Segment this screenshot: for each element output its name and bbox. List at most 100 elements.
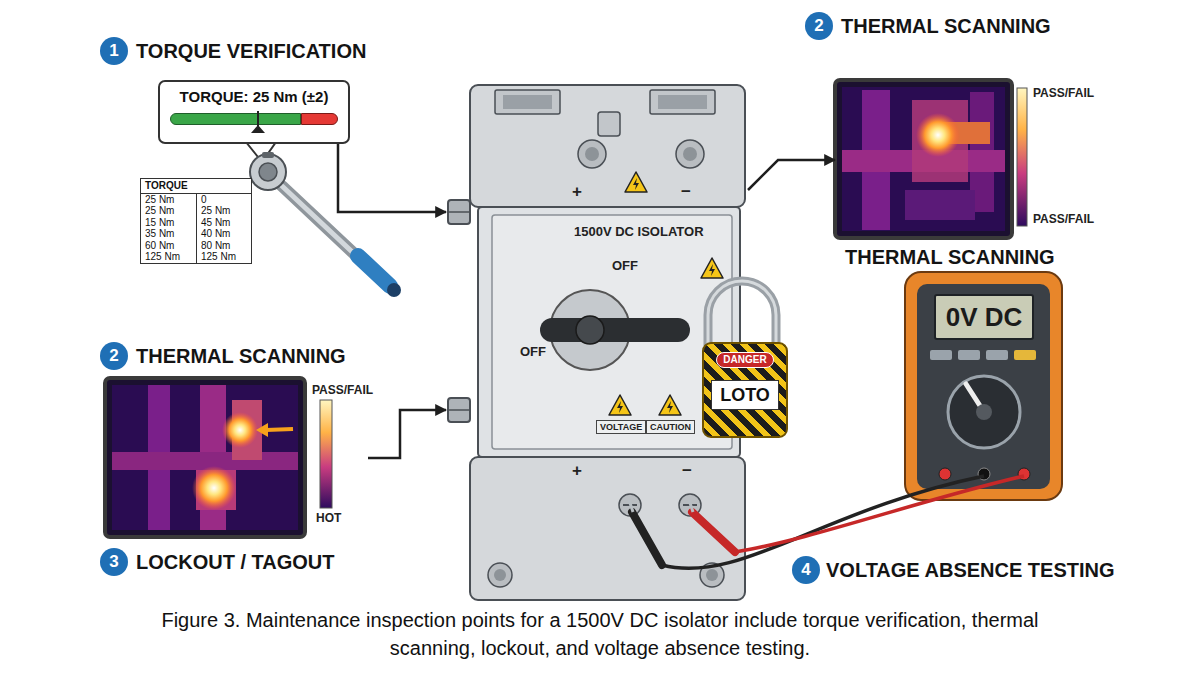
multimeter bbox=[939, 468, 951, 480]
thermal-image-left bbox=[256, 423, 268, 437]
isolator-body bbox=[609, 395, 631, 415]
test-leads bbox=[662, 476, 984, 568]
scale-label: PASS/FAIL bbox=[1033, 212, 1094, 226]
scale-label: HOT bbox=[316, 511, 341, 525]
section-heading: THERMAL SCANNING bbox=[136, 344, 346, 368]
connector-arrow bbox=[748, 160, 835, 190]
callout-number: 2 bbox=[100, 342, 128, 370]
isolator-body bbox=[494, 569, 506, 581]
multimeter bbox=[948, 376, 1020, 448]
meter-display: 0V DC bbox=[934, 294, 1034, 340]
isolator-body bbox=[448, 409, 470, 411]
isolator-body bbox=[448, 200, 470, 224]
thermal-image-left bbox=[105, 378, 305, 537]
scale-label: PASS/FAIL bbox=[312, 383, 373, 397]
multimeter bbox=[905, 272, 1062, 500]
isolator-body bbox=[578, 140, 606, 168]
multimeter bbox=[917, 284, 1050, 489]
isolator-body bbox=[659, 395, 681, 415]
isolator-body bbox=[492, 215, 732, 449]
polarity-mark: − bbox=[681, 183, 691, 201]
isolator-body bbox=[448, 85, 745, 600]
thermal-image-right bbox=[916, 113, 960, 157]
section-heading: THERMAL SCANNING bbox=[845, 245, 1055, 269]
thermal-image-left bbox=[112, 385, 298, 530]
section-heading: THERMAL SCANNING bbox=[841, 14, 1051, 38]
torque-gauge bbox=[170, 111, 338, 133]
gauge-green bbox=[170, 113, 301, 125]
test-leads bbox=[629, 500, 633, 512]
thermal-image-left bbox=[112, 452, 298, 470]
callout-number: 1 bbox=[100, 37, 128, 65]
isolator-body bbox=[625, 172, 647, 192]
torque-callout: TORQUE: 25 Nm (±2) bbox=[158, 80, 350, 144]
table-cell: 25 Nm bbox=[141, 194, 196, 206]
isolator-body bbox=[683, 147, 697, 161]
device-title: 1500V DC ISOLATOR bbox=[574, 224, 704, 240]
isolator-body bbox=[470, 85, 745, 207]
table-cell: 125 Nm bbox=[196, 251, 251, 263]
scale-label: PASS/FAIL bbox=[1033, 86, 1094, 100]
multimeter bbox=[930, 350, 952, 360]
polarity-mark: − bbox=[682, 462, 692, 480]
gauge-pointer bbox=[251, 125, 265, 133]
figure-caption: Figure 3. Maintenance inspection points … bbox=[150, 606, 1050, 662]
thermal-image-right bbox=[835, 80, 1012, 238]
danger-tag: DANGER bbox=[716, 352, 773, 368]
gauge-red bbox=[301, 113, 338, 125]
multimeter bbox=[986, 350, 1008, 360]
loto-tag: LOTO bbox=[711, 380, 779, 410]
thermal-image-left bbox=[266, 429, 293, 430]
table-header: TORQUE bbox=[141, 179, 251, 194]
section-heading: TORQUE VERIFICATION bbox=[136, 39, 366, 63]
isolator-housing: 1500V DC ISOLATOR bbox=[446, 82, 748, 600]
isolator-body bbox=[478, 207, 740, 457]
torque-wrench bbox=[387, 283, 401, 297]
gauge-marker bbox=[257, 111, 259, 126]
thermal-image-left bbox=[112, 385, 298, 530]
table-cell: 60 Nm bbox=[141, 240, 196, 252]
isolator-body bbox=[676, 140, 704, 168]
isolator-body bbox=[658, 95, 707, 109]
isolator-body bbox=[585, 147, 599, 161]
test-leads bbox=[629, 476, 1024, 568]
table-cell: 35 Nm bbox=[141, 228, 196, 240]
multimeter bbox=[976, 404, 992, 420]
callout-number: 4 bbox=[792, 556, 820, 584]
isolator-body bbox=[701, 258, 723, 278]
isolator-body bbox=[495, 90, 560, 114]
torque-table: TORQUE25 Nm025 Nm25 Nm15 Nm45 Nm35 Nm40 … bbox=[140, 178, 252, 264]
thermal-image-right bbox=[842, 87, 1005, 231]
table-cell: 0 bbox=[196, 194, 251, 206]
torque-reading: TORQUE: 25 Nm (±2) bbox=[170, 88, 338, 106]
thermal-image-right bbox=[842, 87, 1005, 231]
isolator-body bbox=[470, 457, 745, 600]
torque-wrench bbox=[259, 163, 277, 181]
isolator-body bbox=[540, 318, 690, 342]
warning-plate: VOLTAGE bbox=[596, 420, 646, 434]
meter-reading: 0V DC bbox=[946, 302, 1023, 332]
thermal-image: THERMAL SCANNING bbox=[835, 80, 1012, 238]
thermal-image-right bbox=[835, 80, 1027, 238]
table-cell: 15 Nm bbox=[141, 217, 196, 229]
isolator-body bbox=[448, 398, 470, 422]
multimeter bbox=[958, 350, 980, 360]
torque-wrench bbox=[250, 154, 286, 190]
isolator-body bbox=[576, 316, 604, 344]
thermal-image-left bbox=[222, 412, 258, 448]
polarity-mark: + bbox=[572, 183, 582, 201]
table-cell: 80 Nm bbox=[196, 240, 251, 252]
multimeter bbox=[1014, 350, 1036, 360]
isolator-body bbox=[503, 95, 552, 109]
connector-arrow bbox=[368, 410, 446, 458]
thermal-image-left bbox=[105, 378, 332, 537]
table-cell: 40 Nm bbox=[196, 228, 251, 240]
test-leads bbox=[735, 476, 1024, 552]
test-leads bbox=[632, 512, 662, 565]
thermal-image-right bbox=[905, 190, 975, 220]
thermal-image-left bbox=[320, 400, 332, 508]
test-leads bbox=[692, 512, 735, 552]
table-cell: 45 Nm bbox=[196, 217, 251, 229]
